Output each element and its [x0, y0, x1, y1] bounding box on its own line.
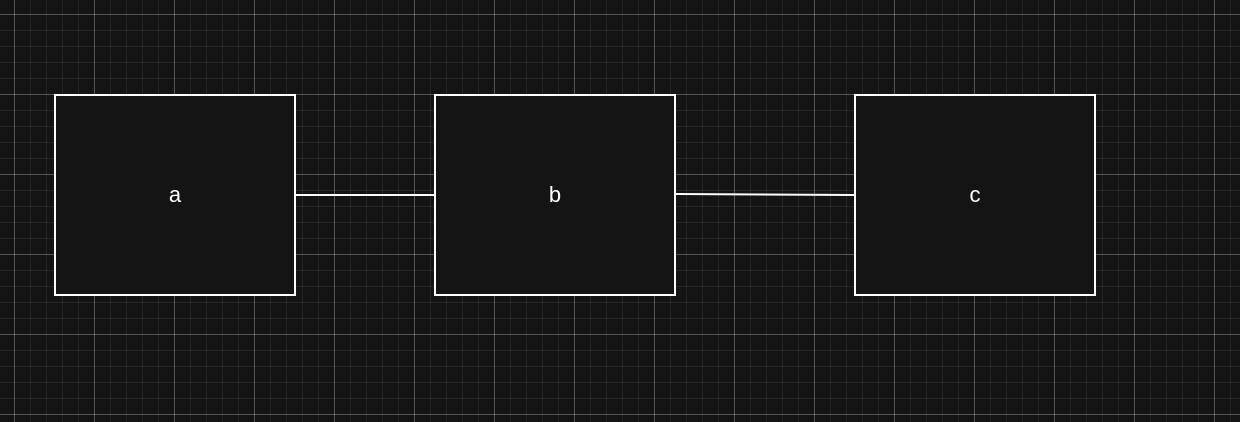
- node-a[interactable]: a: [54, 94, 296, 296]
- node-b[interactable]: b: [434, 94, 676, 296]
- node-c[interactable]: c: [854, 94, 1096, 296]
- node-b-label: b: [548, 182, 562, 207]
- edge-b-c[interactable]: [675, 193, 855, 196]
- node-a-label: a: [168, 182, 182, 207]
- node-c-label: c: [969, 182, 981, 207]
